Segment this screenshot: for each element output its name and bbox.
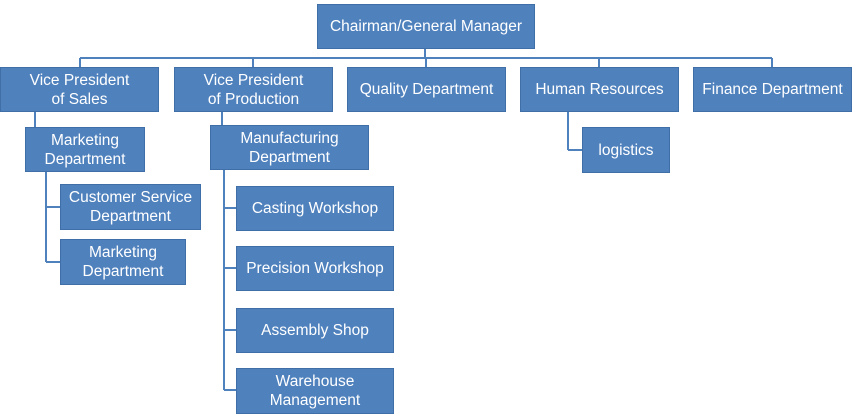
node-label: Customer Service Department xyxy=(68,189,193,225)
node-label: Marketing Department xyxy=(82,244,164,280)
node-label: Chairman/General Manager xyxy=(329,18,523,35)
node-label: Finance Department xyxy=(702,81,843,98)
node-label: Casting Workshop xyxy=(251,200,379,217)
node-manufacturing-department: Manufacturing Department xyxy=(210,125,369,170)
node-vp-sales: Vice President of Sales xyxy=(0,67,159,112)
node-label: Manufacturing Department xyxy=(240,129,339,166)
node-label: Precision Workshop xyxy=(246,260,384,277)
node-label: Warehouse Management xyxy=(269,373,361,409)
node-quality-department: Quality Department xyxy=(347,67,506,112)
node-label: Vice President of Sales xyxy=(29,71,130,108)
node-marketing-department: Marketing Department xyxy=(25,127,145,172)
node-precision-workshop: Precision Workshop xyxy=(236,246,394,291)
node-customer-service-department: Customer Service Department xyxy=(60,184,201,230)
node-chairman: Chairman/General Manager xyxy=(317,4,535,49)
node-label: Human Resources xyxy=(535,81,664,98)
node-logistics: logistics xyxy=(582,127,670,173)
node-label: Quality Department xyxy=(359,81,494,98)
node-casting-workshop: Casting Workshop xyxy=(236,186,394,231)
node-vp-production: Vice President of Production xyxy=(174,67,333,112)
node-label: Assembly Shop xyxy=(261,322,369,339)
node-label: Marketing Department xyxy=(44,131,126,168)
node-label: logistics xyxy=(598,141,654,159)
node-human-resources: Human Resources xyxy=(520,67,679,112)
node-label: Vice President of Production xyxy=(203,71,304,108)
node-warehouse-management: Warehouse Management xyxy=(236,368,394,414)
node-assembly-shop: Assembly Shop xyxy=(236,308,394,353)
node-finance-department: Finance Department xyxy=(693,67,852,112)
node-marketing-department-child: Marketing Department xyxy=(60,239,186,285)
